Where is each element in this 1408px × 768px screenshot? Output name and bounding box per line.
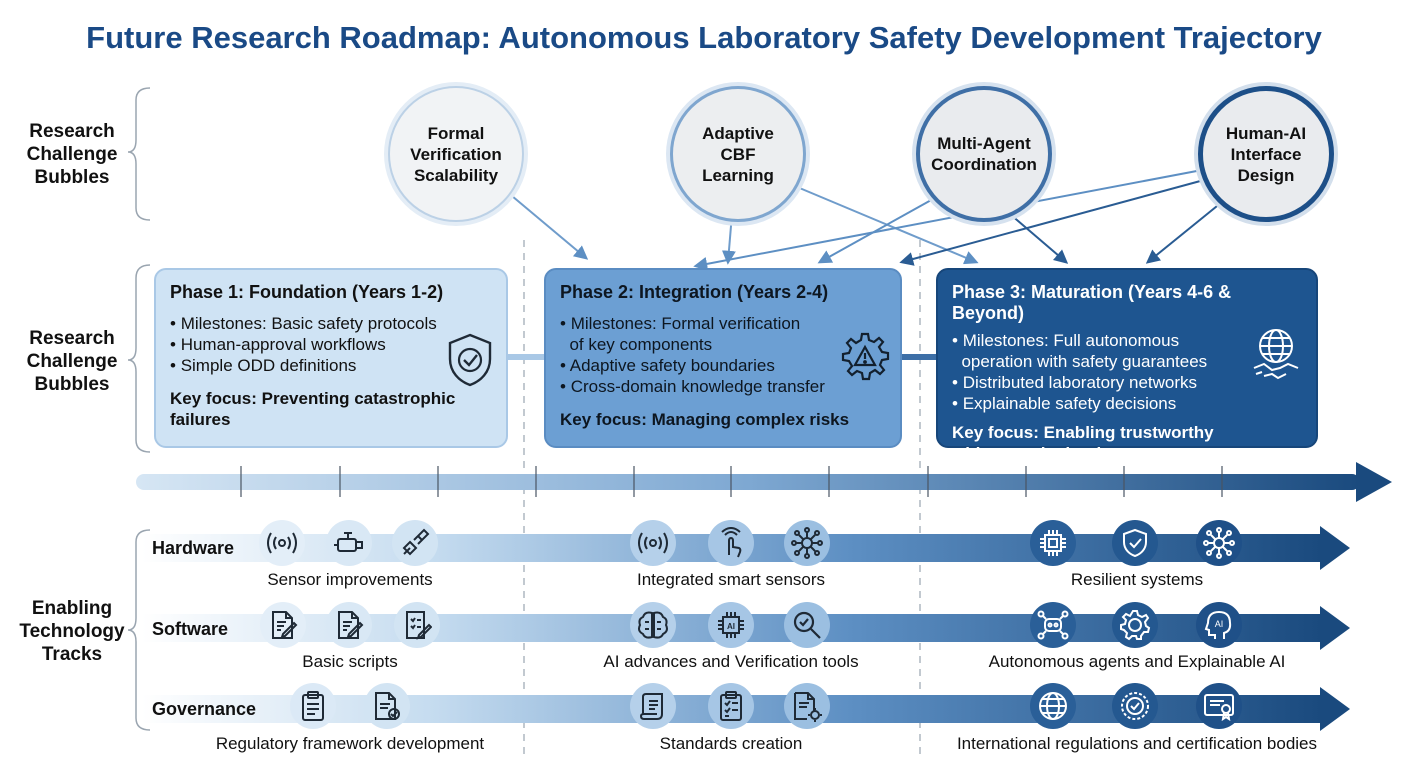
bracket-top — [127, 87, 151, 221]
phase-connector-1 — [508, 354, 544, 360]
track-caption: Basic scripts — [302, 652, 398, 671]
side-label-bottom: Enabling Technology Tracks — [19, 598, 125, 665]
gear-brain-icon — [1112, 602, 1158, 648]
bubble-human-ai[interactable]: Human-AI Interface Design — [1198, 86, 1334, 222]
milestone-item: Explainable safety decisions — [952, 393, 1302, 414]
timeline-arrowhead — [1356, 462, 1392, 502]
globe-handshake-icon — [1253, 329, 1299, 380]
bracket-middle — [127, 264, 151, 453]
document-edit-icon — [260, 602, 306, 648]
phase-title: Phase 2: Integration (Years 2-4) — [560, 282, 829, 302]
touch-sensor-icon — [708, 520, 754, 566]
milestone-item: Cross-domain knowledge transfer — [560, 376, 886, 397]
arrow-hai-to-p2b — [899, 179, 1205, 266]
clipboard-icon — [290, 683, 336, 729]
track-caption: Autonomous agents and Explainable AI — [988, 652, 1286, 671]
checklist-edit-icon — [394, 602, 440, 648]
phase-title: Phase 1: Foundation (Years 1-2) — [170, 282, 444, 302]
phase-2-box[interactable]: Phase 2: Integration (Years 2-4) Milesto… — [544, 268, 902, 448]
gear-warning-icon — [841, 332, 890, 381]
sensor-waves-icon — [259, 520, 305, 566]
milestone-item: Milestones: Formal verification of key c… — [560, 313, 886, 355]
milestone-item: Milestones: Basic safety protocols — [170, 313, 492, 334]
seal-icon — [1112, 683, 1158, 729]
side-label-top: Research Challenge Bubbles — [26, 121, 118, 188]
milestone-item: Human-approval workflows — [170, 334, 492, 355]
milestone-item: Milestones: Full autonomous operation wi… — [952, 330, 1302, 372]
bubble-label: Formal Verification Scalability — [410, 123, 502, 185]
bubble-formal-verification[interactable]: Formal Verification Scalability — [388, 86, 524, 222]
arrow-hai-to-p3 — [1145, 201, 1223, 264]
track-caption: Integrated smart sensors — [636, 570, 826, 589]
ai-head-icon: AI — [1196, 602, 1242, 648]
phase-milestones: Milestones: Full autonomous operation wi… — [952, 330, 1302, 414]
track-label-governance: Governance — [152, 699, 257, 719]
arrow-multi-to-p3 — [1009, 213, 1069, 264]
track-caption: International regulations and certificat… — [956, 734, 1318, 753]
sensor-waves-icon — [630, 520, 676, 566]
phase-3-box[interactable]: Phase 3: Maturation (Years 4-6 & Beyond)… — [936, 268, 1318, 463]
phase-focus: Key focus: Enabling trustworthy widespre… — [952, 423, 1214, 463]
actuator-icon — [326, 520, 372, 566]
svg-text:AI: AI — [1215, 619, 1224, 629]
shield-check-icon — [448, 333, 492, 387]
document-check-icon — [364, 683, 410, 729]
phase-focus: Key focus: Preventing catastrophic failu… — [170, 389, 456, 429]
bubble-multi-agent[interactable]: Multi-Agent Coordination — [916, 86, 1052, 222]
arrow-hai-to-p2 — [693, 169, 1203, 271]
certificate-icon — [1196, 683, 1242, 729]
track-caption: Standards creation — [659, 734, 803, 753]
arrow-cbf-to-p2 — [721, 213, 736, 265]
ai-chip-icon: AI — [708, 602, 754, 648]
arrow-multi-to-p2 — [817, 193, 943, 264]
document-edit-icon — [326, 602, 372, 648]
track-caption: Regulatory framework development — [215, 734, 485, 753]
phase-connector-2 — [902, 354, 938, 360]
milestone-item: Adaptive safety boundaries — [560, 355, 886, 376]
bubble-adaptive-cbf[interactable]: Adaptive CBF Learning — [670, 86, 806, 222]
track-caption: Resilient systems — [1070, 570, 1204, 589]
svg-text:AI: AI — [727, 622, 735, 631]
phase-milestones: Milestones: Formal verification of key c… — [560, 313, 886, 397]
track-label-software: Software — [152, 619, 229, 639]
robot-agent-icon — [1030, 602, 1076, 648]
timeline-bar — [136, 474, 1360, 490]
brain-icon — [630, 602, 676, 648]
scroll-icon — [630, 683, 676, 729]
phase-1-box[interactable]: Phase 1: Foundation (Years 1-2) Mileston… — [154, 268, 508, 448]
arrow-formal-to-p2 — [511, 195, 589, 260]
bracket-bottom — [127, 529, 151, 731]
timeline-ticks — [240, 466, 1223, 497]
chip-icon — [1030, 520, 1076, 566]
network-hub-icon — [784, 520, 830, 566]
bubble-label: Multi-Agent Coordination — [931, 134, 1037, 174]
connector-plug-icon — [392, 520, 438, 566]
document-gear-icon — [784, 683, 830, 729]
bubble-label: Human-AI Interface Design — [1225, 123, 1307, 185]
track-label-hardware: Hardware — [152, 538, 235, 558]
network-hub-icon — [1196, 520, 1242, 566]
milestone-item: Distributed laboratory networks — [952, 372, 1302, 393]
globe-icon — [1030, 683, 1076, 729]
side-label-middle: Research Challenge Bubbles — [26, 328, 118, 395]
magnifier-icon — [784, 602, 830, 648]
track-caption: Sensor improvements — [267, 570, 433, 589]
shield-check-icon — [1112, 520, 1158, 566]
page-title: Future Research Roadmap: Autonomous Labo… — [86, 20, 1322, 55]
checklist-icon — [708, 683, 754, 729]
phase-focus: Key focus: Managing complex risks — [560, 410, 850, 429]
track-caption: AI advances and Verification tools — [603, 652, 859, 671]
phase-title: Phase 3: Maturation (Years 4-6 & Beyond) — [952, 282, 1232, 323]
phase-milestones: Milestones: Basic safety protocols Human… — [170, 313, 492, 376]
arrow-cbf-to-p3 — [789, 183, 979, 265]
bubble-label: Adaptive CBF Learning — [702, 123, 774, 185]
milestone-item: Simple ODD definitions — [170, 355, 492, 376]
